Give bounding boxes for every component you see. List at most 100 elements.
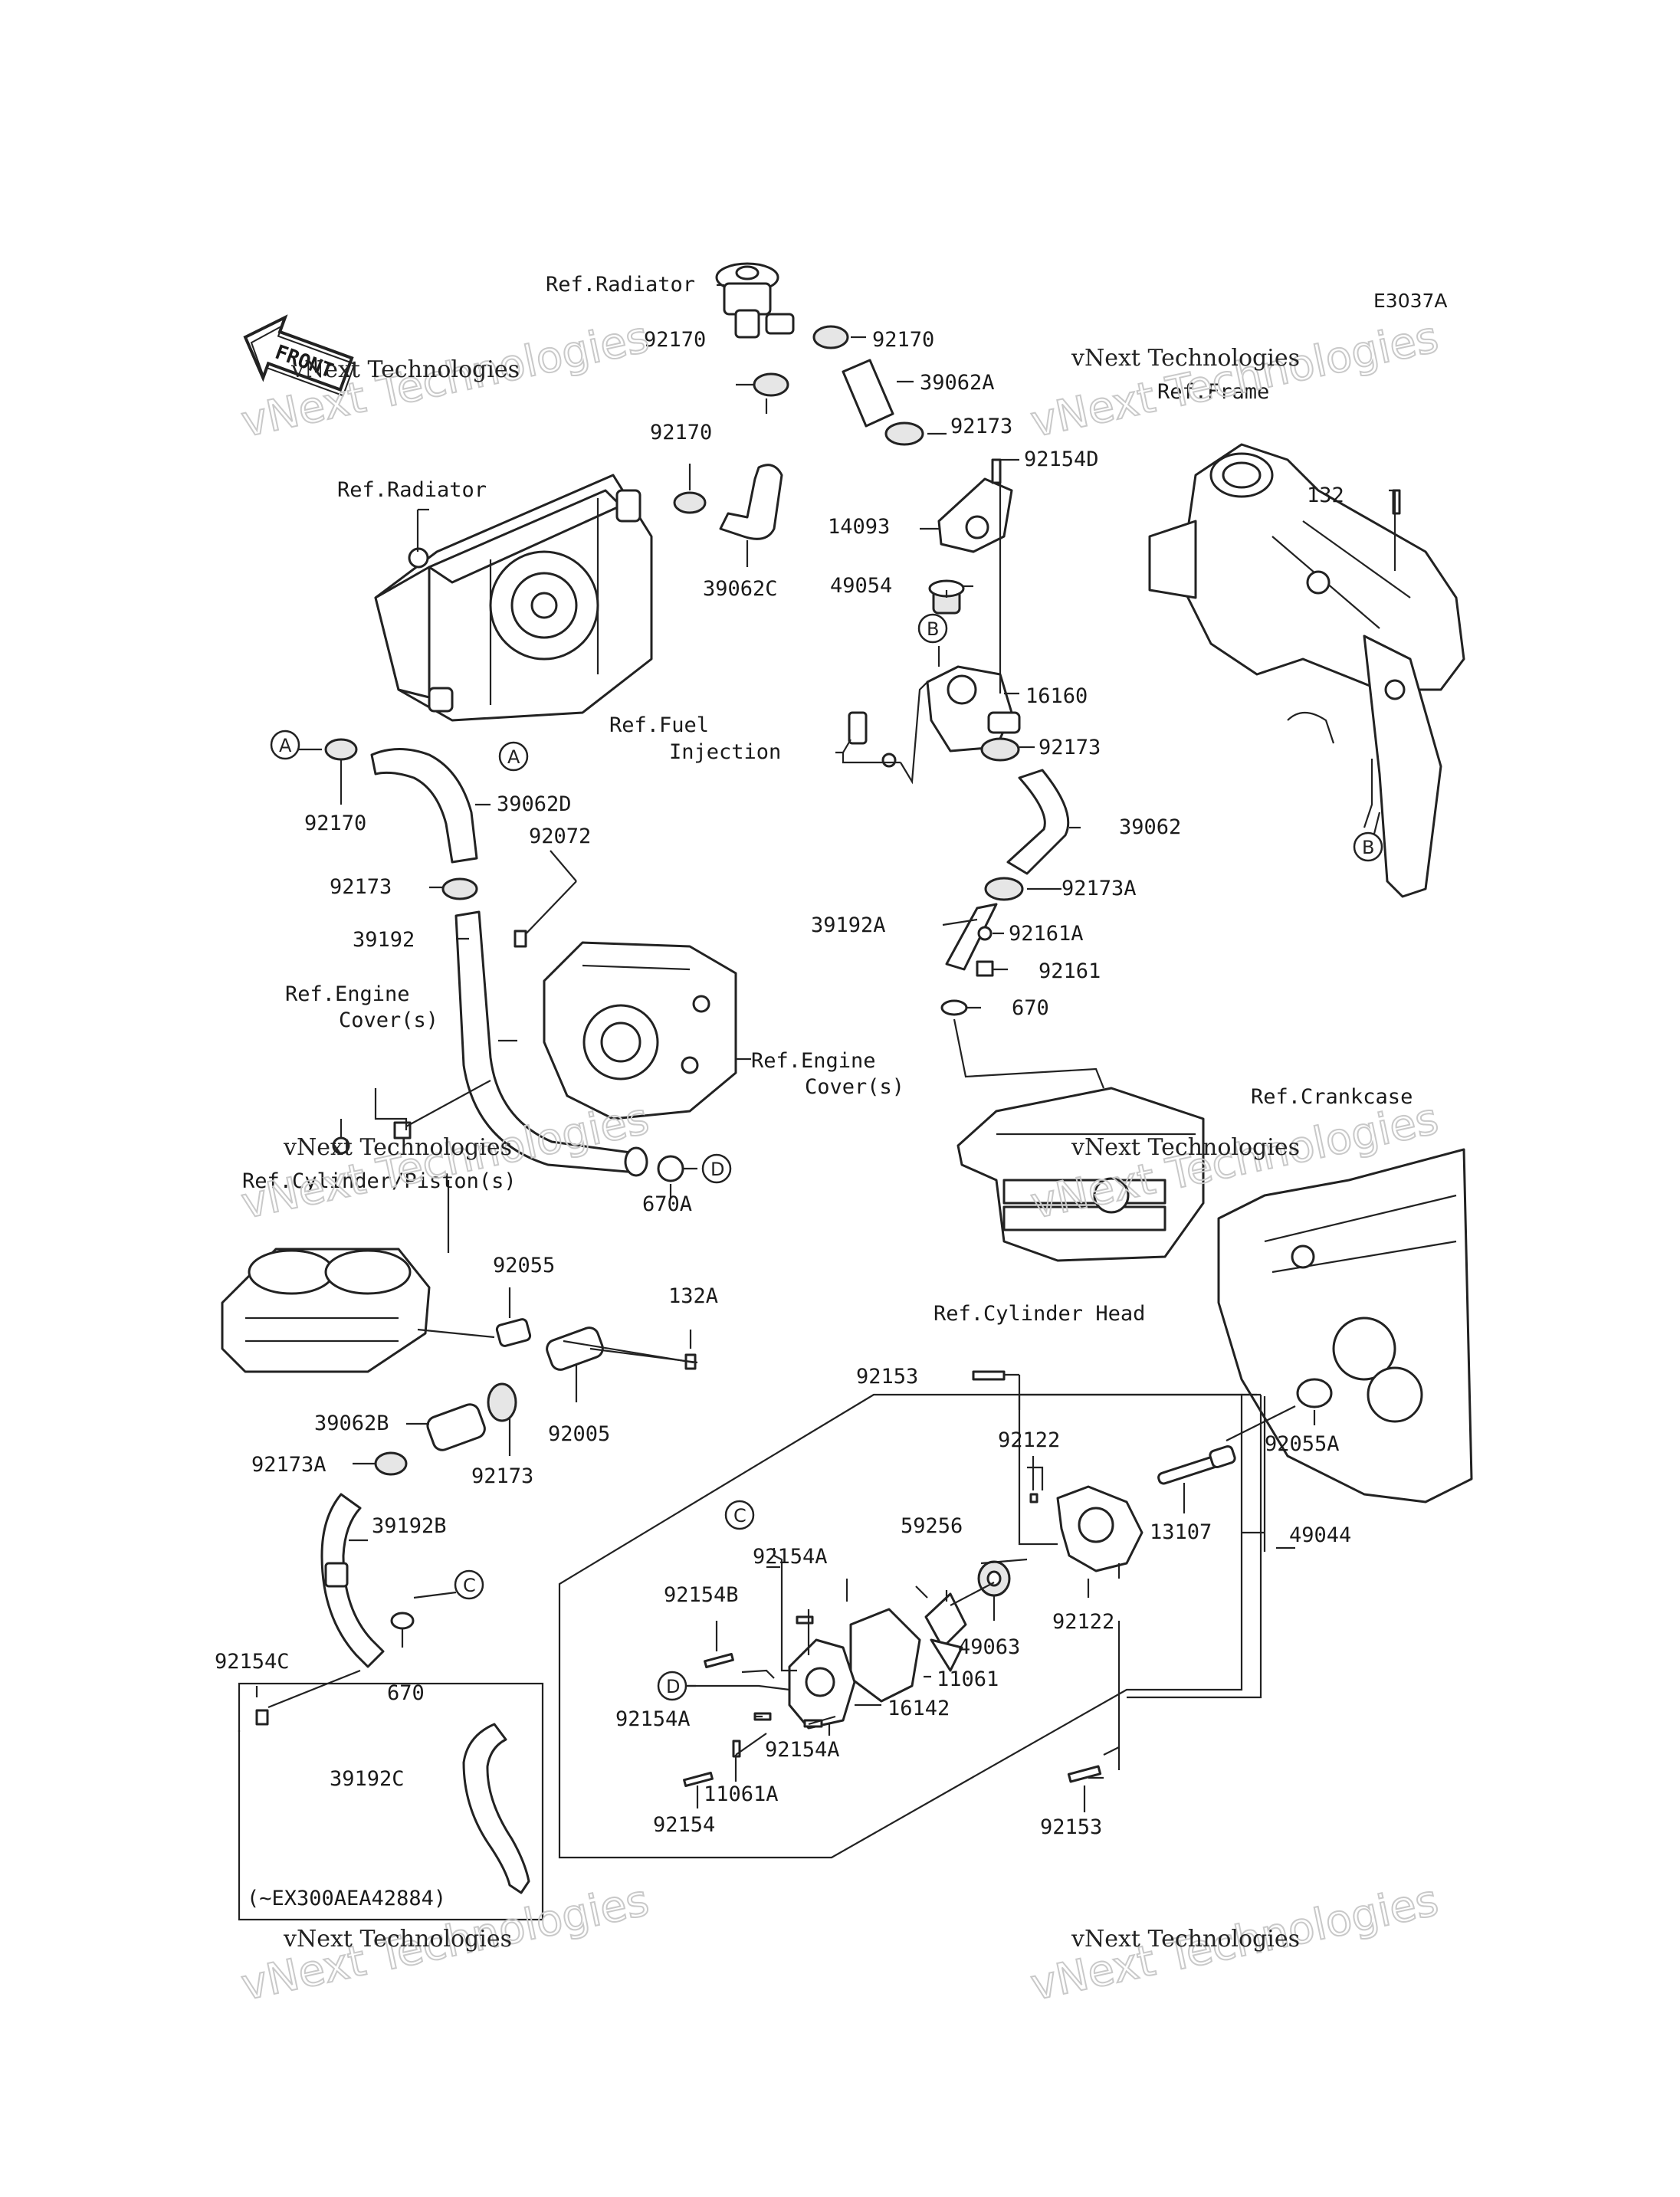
gasket-92055 [495, 1318, 532, 1347]
part-16160: 16160 [1025, 684, 1088, 708]
part-39062: 39062 [1119, 815, 1181, 839]
clamp-92170-rad [673, 491, 707, 514]
fitting-92161A [977, 926, 993, 941]
part-39062A: 39062A [920, 371, 995, 395]
part-670A: 670A [642, 1192, 692, 1216]
svg-text:D: D [666, 1676, 680, 1697]
part-92173A-b: 92173A [251, 1453, 326, 1477]
callout-d-pump: D [657, 1671, 687, 1701]
part-92154: 92154 [653, 1813, 715, 1837]
engine-cover [543, 941, 737, 1120]
part-14093: 14093 [828, 515, 890, 539]
watermark-bottom-right: vNext Technologies vNext Technologies [1025, 1875, 1443, 2012]
part-92170-a: 92170 [304, 812, 366, 835]
bolt-92153-b [1067, 1765, 1102, 1783]
callout-b-frame: B [1353, 831, 1383, 862]
pipe-92005 [546, 1326, 604, 1371]
bolt-132 [1392, 489, 1401, 515]
thermostat-49054 [928, 579, 965, 615]
ref-fuel-2: Injection [669, 740, 781, 764]
part-92055A: 92055A [1265, 1432, 1340, 1456]
part-132: 132 [1307, 484, 1344, 507]
svg-text:B: B [927, 618, 939, 640]
bolt-92153-a [972, 1370, 1006, 1381]
pump-cover-16142 [788, 1638, 856, 1730]
clamp-92170-mid [753, 372, 789, 397]
part-59256: 59256 [901, 1514, 963, 1538]
clamp-92170-a [324, 738, 358, 761]
oring-92055A [1296, 1378, 1333, 1408]
clamp-92173-c [441, 877, 478, 900]
svg-text:A: A [279, 735, 292, 756]
part-49054: 49054 [830, 574, 892, 598]
thermostat-case-16160 [926, 665, 1021, 753]
part-92173-b: 92173 [1039, 736, 1101, 759]
hose-39062 [1006, 769, 1070, 875]
part-92122-a: 92122 [998, 1428, 1060, 1452]
part-39062C: 39062C [703, 577, 778, 601]
part-13107: 13107 [1150, 1520, 1212, 1544]
part-92153-b: 92153 [1040, 1815, 1102, 1839]
ref-engine-cover-right-2: Cover(s) [805, 1075, 904, 1099]
hose-39062C [719, 464, 783, 540]
wire-92072 [520, 880, 577, 939]
clamp-92170-top [812, 325, 849, 349]
ref-cylinder-head: Ref.Cylinder Head [934, 1302, 1145, 1326]
part-92161: 92161 [1039, 959, 1101, 983]
ref-crankcase: Ref.Crankcase [1251, 1085, 1413, 1109]
bolt-92154 [683, 1771, 714, 1788]
part-49063: 49063 [958, 1635, 1020, 1659]
pipe-39192B [320, 1493, 385, 1668]
clamp-92173-b [980, 737, 1020, 762]
gasket-11061 [849, 1608, 921, 1703]
part-49044: 49044 [1289, 1523, 1351, 1547]
pump-housing-92122 [1056, 1485, 1144, 1572]
part-92170-rad: 92170 [650, 421, 712, 444]
ref-engine-cover-left-2: Cover(s) [339, 1008, 438, 1032]
fuel-injection-sensor [848, 711, 897, 768]
part-92122-b: 92122 [1052, 1610, 1114, 1634]
oring-670-a [940, 999, 968, 1016]
part-92154A-c: 92154A [765, 1738, 840, 1762]
svg-text:A: A [507, 746, 520, 768]
part-132A: 132A [668, 1284, 718, 1308]
svg-text:vNext Technologies: vNext Technologies [1071, 1134, 1300, 1161]
part-39062B: 39062B [314, 1412, 389, 1435]
part-39192B: 39192B [372, 1514, 447, 1538]
part-92154D: 92154D [1024, 448, 1099, 471]
part-11061: 11061 [937, 1667, 999, 1691]
radiator-cap [715, 262, 795, 339]
svg-text:vNext Technologies: vNext Technologies [1071, 345, 1300, 372]
part-16142: 16142 [888, 1697, 950, 1720]
part-670-a: 670 [1012, 996, 1049, 1020]
note-box [238, 1682, 544, 1921]
ref-radiator-top: Ref.Radiator [546, 273, 695, 297]
hose-39062B [426, 1403, 486, 1451]
part-92154C: 92154C [215, 1650, 290, 1674]
part-670-b: 670 [387, 1681, 425, 1705]
svg-text:B: B [1362, 837, 1374, 858]
bolt-92154A-a [796, 1615, 814, 1625]
part-92173-d: 92173 [471, 1464, 533, 1488]
watermark-top-left: vNext Technologies vNext Technologies [236, 312, 654, 448]
clamp-92173-a [884, 421, 924, 446]
ref-engine-cover-right-1: Ref.Engine [751, 1049, 876, 1073]
part-39062D: 39062D [497, 792, 572, 816]
pipe-39192A [945, 903, 998, 971]
ref-frame: Ref.Frame [1157, 380, 1269, 404]
svg-text:vNext Technologies: vNext Technologies [1026, 313, 1442, 448]
oring-670A [657, 1155, 684, 1182]
part-92170-top: 92170 [872, 328, 934, 352]
svg-text:vNext Technologies: vNext Technologies [1071, 1926, 1300, 1953]
pump-group-outline [558, 1393, 1243, 1859]
cylinder-head [956, 1087, 1205, 1262]
bolt-92154B [704, 1652, 734, 1669]
callout-b-top: B [917, 613, 948, 644]
part-92173A-a: 92173A [1061, 877, 1137, 900]
callout-c-left: C [454, 1569, 484, 1600]
ref-cylinder-piston: Ref.Cylinder/Piston(s) [242, 1169, 517, 1193]
part-92154A-a: 92154A [753, 1545, 828, 1569]
part-11061A: 11061A [704, 1782, 779, 1806]
callout-c-pump: C [724, 1500, 755, 1530]
